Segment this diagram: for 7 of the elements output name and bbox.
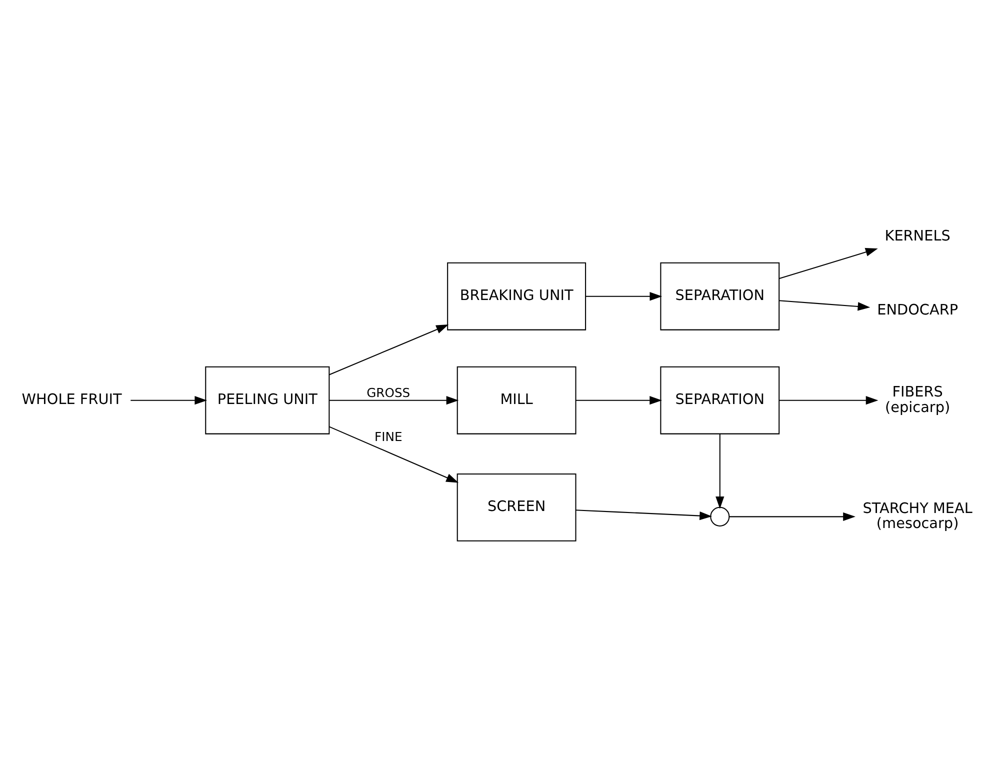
- edge-label: FINE: [374, 430, 402, 444]
- node-text: WHOLE FRUIT: [22, 392, 122, 408]
- node-text: STARCHY MEAL (mesocarp): [862, 500, 972, 532]
- edge-label: GROSS: [366, 386, 410, 400]
- node-text: ENDOCARP: [877, 302, 958, 319]
- node-text: FIBERS (epicarp): [885, 384, 950, 416]
- node-text: KERNELS: [884, 228, 950, 244]
